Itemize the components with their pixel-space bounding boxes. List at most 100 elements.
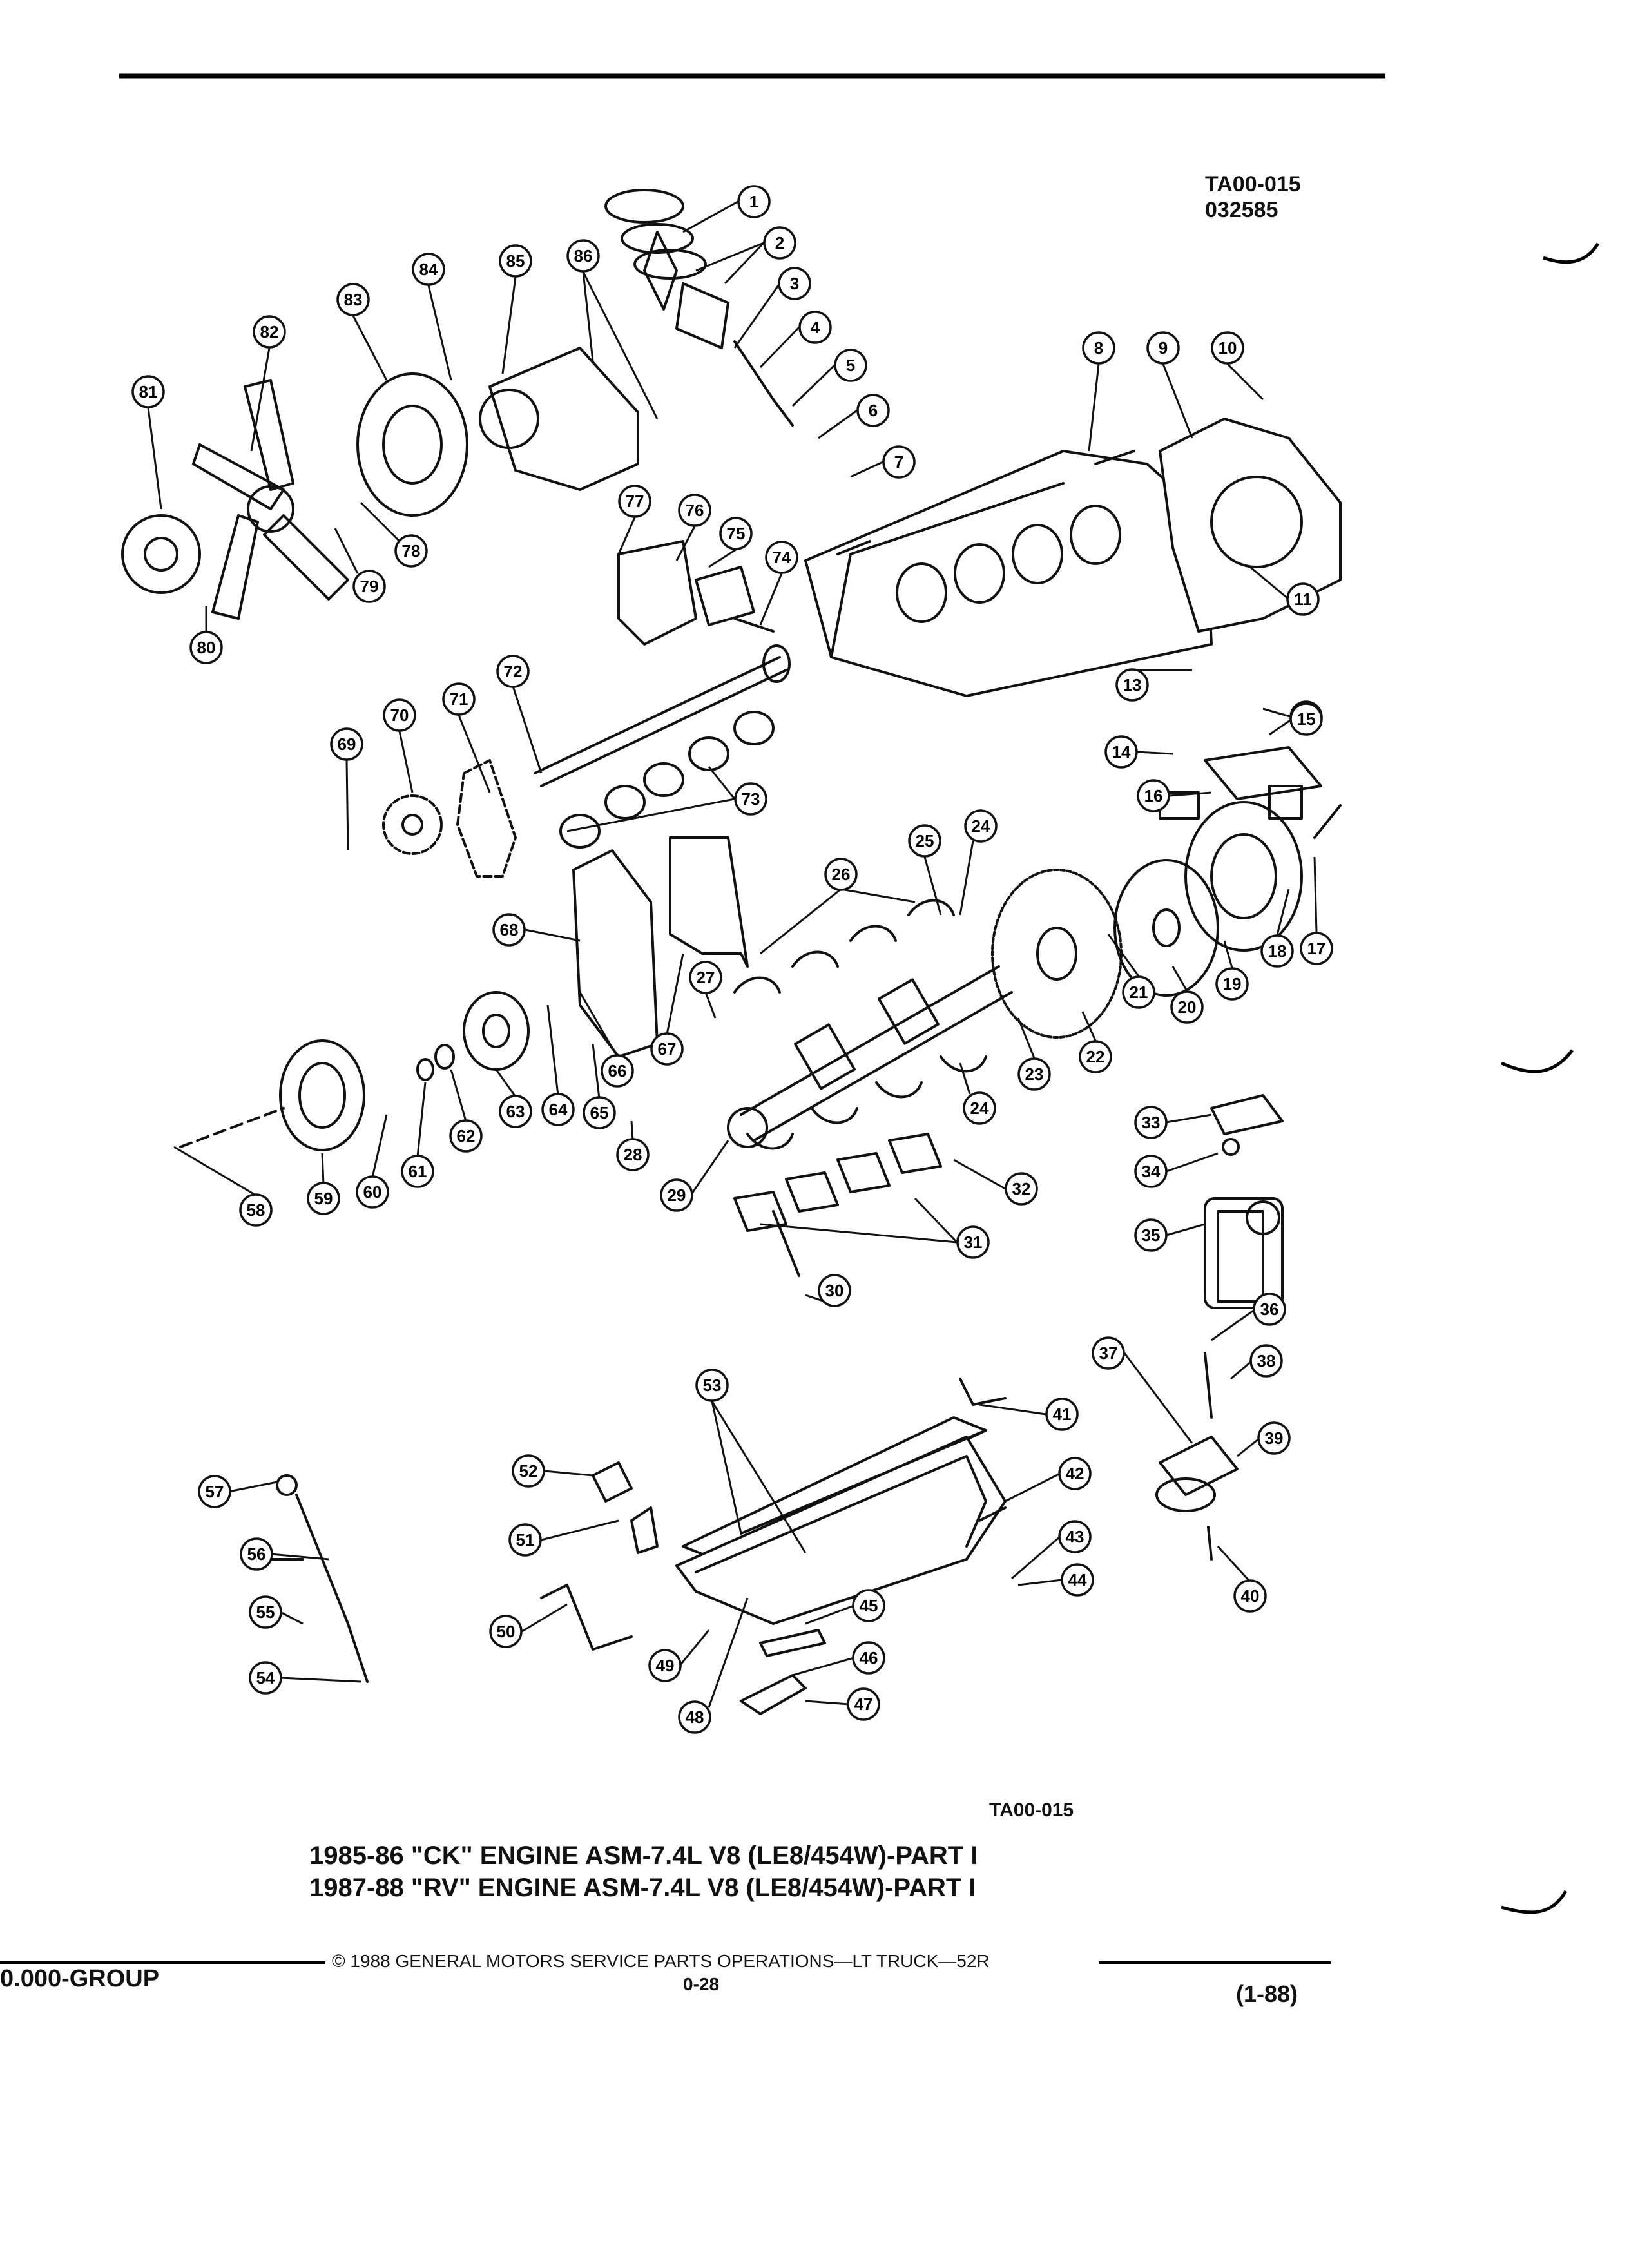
callout-2: 2 — [695, 226, 796, 285]
leader-line — [1107, 934, 1140, 977]
callout-48: 48 — [678, 1597, 749, 1734]
callout-circle — [824, 858, 858, 891]
callout-49: 49 — [648, 1629, 710, 1682]
callout-number: 84 — [419, 260, 438, 279]
callout-80: 80 — [189, 606, 223, 664]
callout-number: 19 — [1223, 974, 1242, 994]
leader-line — [352, 315, 388, 381]
leader-line — [791, 364, 836, 407]
callout-85: 85 — [499, 244, 532, 374]
oil-pump-pickup-drawing — [1155, 1352, 1239, 1561]
callout-circle — [719, 517, 753, 550]
callout-14: 14 — [1104, 735, 1173, 769]
callout-number: 35 — [1142, 1225, 1161, 1245]
leader-line — [1269, 718, 1293, 736]
callout-circle — [1082, 331, 1115, 365]
leader-line — [1230, 1360, 1253, 1380]
callout-circle — [240, 1537, 273, 1571]
callout-circle — [908, 824, 941, 858]
leader-line — [733, 283, 781, 349]
callout-73: 73 — [566, 766, 767, 832]
leader-line — [1262, 707, 1293, 718]
leader-line — [689, 1140, 729, 1196]
leader-line — [1166, 1113, 1212, 1124]
callout-number: 40 — [1241, 1586, 1260, 1606]
callout-number: 49 — [656, 1656, 675, 1675]
callout-circle — [1017, 1057, 1051, 1091]
leader-line — [617, 517, 636, 555]
callout-75: 75 — [708, 517, 753, 568]
callout-number: 42 — [1066, 1464, 1084, 1483]
callout-circle — [1146, 331, 1180, 365]
callout-number: 74 — [773, 548, 791, 567]
margin-mark-2 — [1500, 1049, 1574, 1073]
figure-code-bottom: TA00-015 — [989, 1800, 1074, 1821]
leader-line — [959, 840, 974, 916]
callout-circle — [330, 727, 363, 761]
callout-52: 52 — [512, 1454, 593, 1488]
callout-63: 63 — [495, 1069, 532, 1128]
callout-number: 45 — [860, 1596, 878, 1615]
leader-line — [923, 856, 942, 916]
callout-number: 59 — [314, 1189, 333, 1208]
leader-line — [541, 1519, 619, 1541]
callout-number: 55 — [256, 1602, 275, 1622]
timing-set-drawing — [382, 759, 517, 878]
leader-line — [582, 271, 659, 419]
leader-line — [544, 1470, 593, 1477]
callout-number: 32 — [1012, 1179, 1031, 1198]
callout-number: 65 — [590, 1103, 609, 1122]
callout-57: 57 — [198, 1475, 278, 1508]
callout-number: 36 — [1260, 1300, 1279, 1319]
callout-circle — [1134, 1218, 1168, 1252]
callout-number: 54 — [256, 1668, 275, 1687]
leader-line — [959, 1062, 971, 1095]
callout-64: 64 — [541, 1004, 575, 1126]
front-accessory-drawing — [121, 231, 678, 620]
callout-number: 73 — [742, 789, 760, 809]
callout-number: 83 — [344, 290, 363, 309]
leader-line — [1017, 1579, 1063, 1586]
callout-circle — [834, 349, 867, 382]
callout-18: 18 — [1260, 889, 1294, 968]
callout-79: 79 — [334, 528, 386, 603]
callout-78: 78 — [360, 501, 428, 568]
callout-circle — [394, 534, 428, 568]
callout-circle — [648, 1649, 682, 1682]
leader-line — [914, 1197, 958, 1244]
leader-line — [280, 1611, 304, 1625]
callout-circle — [1215, 967, 1249, 1001]
callout-circle — [964, 809, 998, 843]
leader-line — [792, 1657, 854, 1677]
callout-number: 1 — [749, 192, 758, 211]
callout-number: 60 — [363, 1182, 382, 1202]
callout-circle — [1249, 1344, 1283, 1378]
leader-line — [495, 1069, 517, 1097]
callout-circle — [1005, 1172, 1038, 1206]
callout-circle — [401, 1155, 434, 1188]
callout-number: 39 — [1265, 1428, 1284, 1448]
callout-43: 43 — [1011, 1520, 1092, 1580]
callout-45: 45 — [805, 1589, 885, 1625]
leader-line — [850, 461, 883, 478]
callout-number: 8 — [1094, 338, 1103, 358]
callout-68: 68 — [492, 913, 581, 947]
figure-code-top: TA00-015 — [1205, 172, 1301, 197]
callout-circle — [695, 1369, 729, 1402]
callout-number: 51 — [516, 1530, 535, 1550]
callout-circle — [1137, 779, 1170, 812]
callout-number: 3 — [790, 274, 799, 293]
callout-33: 33 — [1134, 1106, 1212, 1139]
callout-62: 62 — [449, 1069, 483, 1153]
leader-line — [708, 548, 737, 568]
leader-line — [1223, 940, 1233, 968]
callout-number: 4 — [811, 318, 820, 337]
callout-circle — [189, 631, 223, 664]
callout-number: 34 — [1142, 1162, 1161, 1181]
caption-line-2: 1987-88 "RV" ENGINE ASM-7.4L V8 (LE8/454… — [309, 1874, 976, 1902]
callout-6: 6 — [818, 394, 890, 439]
leader-line — [1162, 363, 1193, 439]
callout-circle — [852, 1589, 885, 1622]
